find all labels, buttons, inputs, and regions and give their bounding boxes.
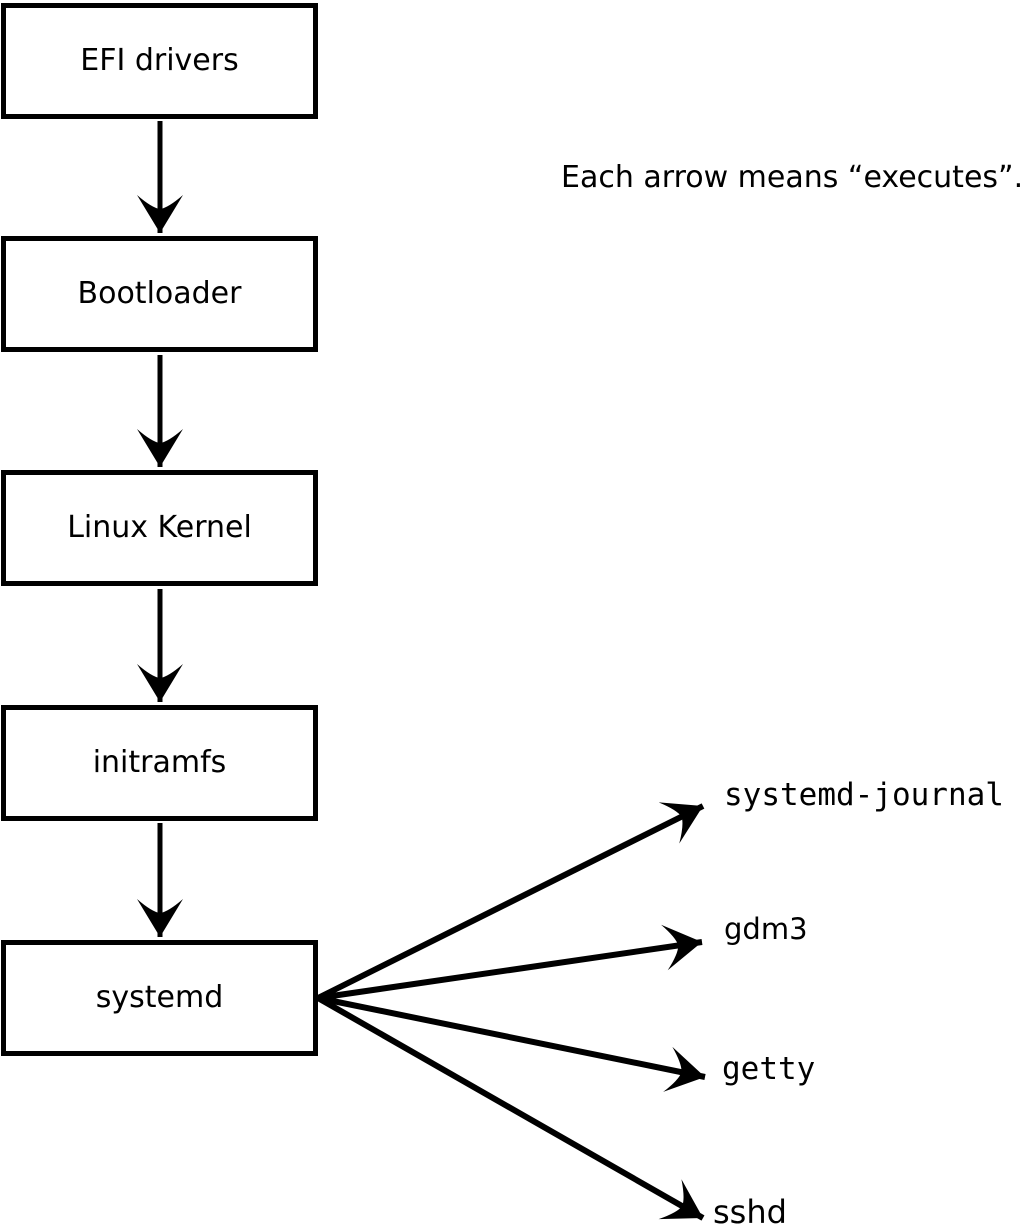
node-systemd-journal-label: systemd-journal [724,777,1004,813]
node-initramfs-label: initramfs [92,745,227,780]
node-systemd-label: systemd [95,980,224,1015]
arrow-systemd-to-gdm3 [317,924,703,1001]
node-bootloader-label: Bootloader [77,276,242,311]
arrow-legend-text: Each arrow means “executes”. [561,160,1023,195]
node-sshd-label: sshd [713,1193,787,1230]
node-linux-kernel-label: Linux Kernel [67,510,252,545]
node-efi-drivers: EFI drivers [1,3,318,119]
node-systemd: systemd [1,940,318,1056]
node-getty-label: getty [722,1051,816,1087]
arrow-systemd-to-sshd [316,995,705,1221]
node-gdm3-label: gdm3 [724,912,808,946]
node-efi-drivers-label: EFI drivers [80,43,239,78]
arrow-systemd-to-systemd-journal [316,802,705,1001]
arrow-systemd-to-getty [317,995,706,1092]
node-linux-kernel: Linux Kernel [1,470,318,586]
node-bootloader: Bootloader [1,236,318,352]
node-initramfs: initramfs [1,705,318,821]
